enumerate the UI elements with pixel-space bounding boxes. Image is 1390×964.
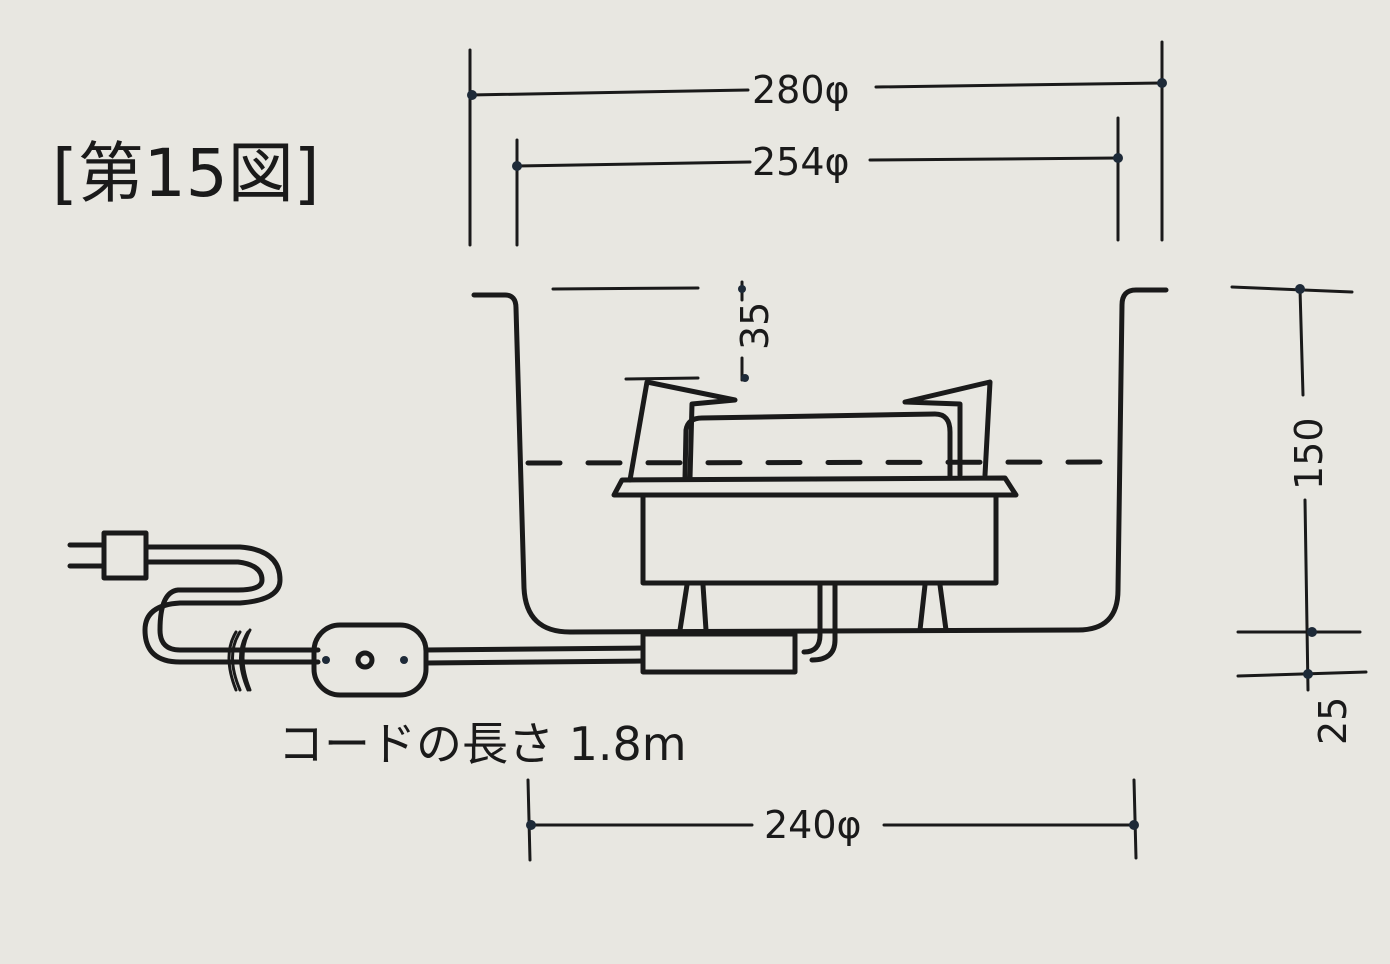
dimension-label-25: 25 <box>1311 697 1355 745</box>
power-cord <box>67 530 646 698</box>
cord-box <box>640 631 798 675</box>
dimension-label-35: 35 <box>733 302 777 350</box>
dimension-254: 254φ <box>512 116 1123 247</box>
dimension-label-280: 280φ <box>752 68 850 112</box>
dimension-150-25: 150 25 <box>1230 284 1368 745</box>
cord-switch <box>311 622 429 698</box>
dimension-35: 35 <box>551 280 777 382</box>
dimension-label-150: 150 <box>1287 417 1331 490</box>
pot-outline <box>471 287 1169 635</box>
dimension-280: 280φ <box>467 40 1167 247</box>
figure-title: [第15図] <box>52 135 319 212</box>
cord-length-caption: コードの長さ 1.8m <box>278 717 687 771</box>
dimension-label-240: 240φ <box>764 803 862 847</box>
dimension-240: 240φ <box>526 778 1139 862</box>
dimension-label-254: 254φ <box>752 140 850 184</box>
water-level-line <box>525 459 1121 466</box>
plug-icon <box>101 530 149 581</box>
heater-unit <box>611 379 1019 675</box>
